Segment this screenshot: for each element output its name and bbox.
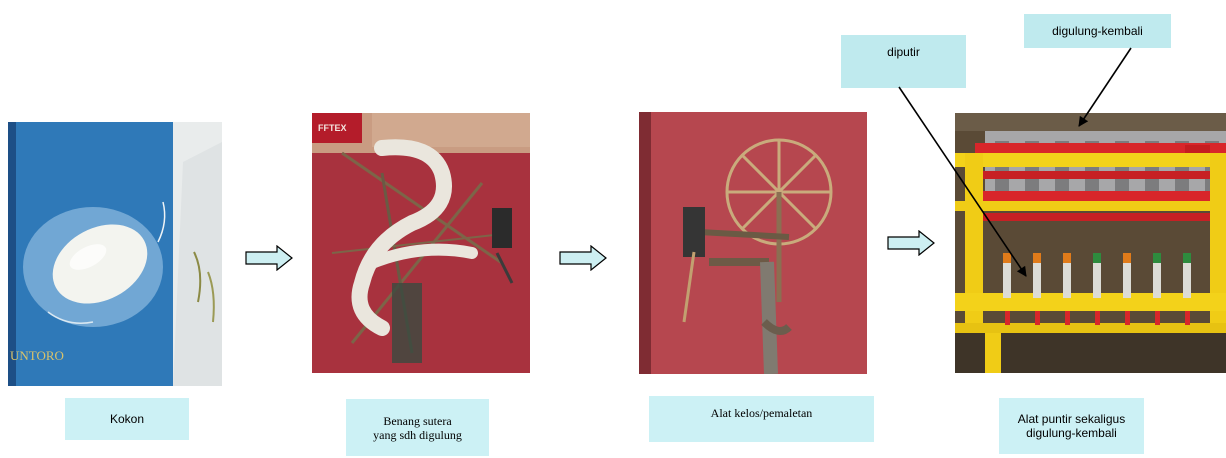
pointer-rewound: [1079, 48, 1131, 126]
pointer-twisted: [899, 87, 1026, 276]
